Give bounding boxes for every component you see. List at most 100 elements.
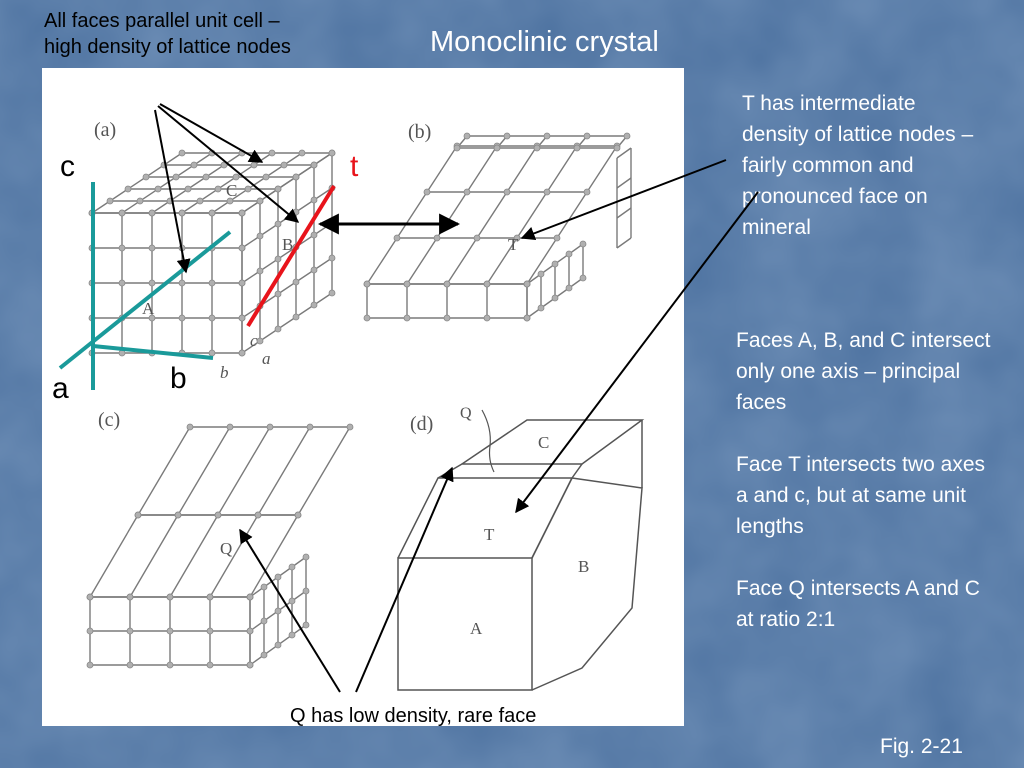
lattice-node <box>232 173 240 181</box>
lattice-node <box>244 185 252 193</box>
panel-b-label: (b) <box>408 121 431 143</box>
lattice-node <box>142 173 150 181</box>
lattice-node <box>154 185 162 193</box>
lattice-node <box>302 621 310 629</box>
lattice-node <box>292 173 300 181</box>
lattice-node <box>537 304 545 312</box>
lattice-node <box>226 423 234 431</box>
lattice-edge <box>486 145 578 285</box>
lattice-node <box>208 314 216 322</box>
lattice-node <box>178 209 186 217</box>
lattice-edge <box>89 514 139 598</box>
t-face-label: t <box>350 150 359 183</box>
lattice-node <box>473 234 481 242</box>
lattice-node <box>238 314 246 322</box>
lattice-node <box>148 279 156 287</box>
t-face-trace-line <box>246 184 336 328</box>
lattice-node <box>274 607 282 615</box>
principal-faces-notes: Faces A, B, and C intersect only one axi… <box>736 325 996 666</box>
face-b-label-a: B <box>282 235 293 254</box>
lattice-node <box>310 196 318 204</box>
note-face-t: Face T intersects two axes a and c, but … <box>736 453 985 538</box>
lattice-node <box>533 144 541 152</box>
lattice-node <box>196 197 204 205</box>
lattice-node <box>148 244 156 252</box>
lattice-node <box>246 661 254 669</box>
lattice-node <box>523 314 531 322</box>
lattice-node <box>86 593 94 601</box>
lattice-edge <box>177 426 231 516</box>
slide-title: Monoclinic crystal <box>430 26 659 58</box>
lattice-node <box>543 188 551 196</box>
lattice-node <box>503 132 511 140</box>
lattice-node <box>565 250 573 258</box>
lattice-node <box>403 280 411 288</box>
lattice-node <box>134 511 142 519</box>
arrow-to-face-t-d <box>515 191 759 514</box>
axis-b-label: b <box>170 362 187 395</box>
lattice-edge <box>249 514 299 598</box>
lattice-node <box>292 278 300 286</box>
lattice-node <box>310 266 318 274</box>
lattice-node <box>310 301 318 309</box>
lattice-node <box>256 337 264 345</box>
lattice-node <box>208 279 216 287</box>
lattice-node <box>363 280 371 288</box>
lattice-edge <box>526 145 618 285</box>
lattice-node <box>551 294 559 302</box>
lattice-node <box>306 423 314 431</box>
lattice-node <box>220 161 228 169</box>
lattice-node <box>579 274 587 282</box>
lattice-node <box>260 651 268 659</box>
lattice-node <box>118 209 126 217</box>
arrow-to-face-a <box>154 109 191 274</box>
lattice-edge <box>209 514 259 598</box>
lattice-node <box>118 279 126 287</box>
face-q-label-d: Q <box>460 405 472 422</box>
lattice-node <box>551 260 559 268</box>
lattice-node <box>256 232 264 240</box>
lattice-node <box>523 280 531 288</box>
lattice-node <box>214 185 222 193</box>
lattice-node <box>268 149 276 157</box>
top-left-note: All faces parallel unit cell – high dens… <box>44 10 291 58</box>
lattice-node <box>124 185 132 193</box>
lattice-node <box>226 197 234 205</box>
axis-a-line <box>58 230 232 370</box>
lattice-edge <box>121 152 213 214</box>
lattice-node <box>328 149 336 157</box>
axis-a-label: a <box>52 372 69 405</box>
lattice-node <box>246 627 254 635</box>
lattice-edge <box>169 514 219 598</box>
lattice-node <box>126 593 134 601</box>
note-principal-faces: Faces A, B, and C intersect only one axi… <box>736 329 991 414</box>
lattice-node <box>503 188 511 196</box>
lattice-node <box>106 197 114 205</box>
face-q-label-c: Q <box>220 539 232 558</box>
lattice-node <box>86 627 94 635</box>
lattice-node <box>274 573 282 581</box>
lattice-node <box>166 593 174 601</box>
lattice-edge <box>616 177 632 189</box>
lattice-node <box>302 553 310 561</box>
lattice-node <box>623 132 631 140</box>
lattice-node <box>118 244 126 252</box>
lattice-node <box>136 197 144 205</box>
arrow-to-face-t-b <box>520 159 727 241</box>
lattice-node <box>565 284 573 292</box>
lattice-node <box>463 188 471 196</box>
lattice-node <box>190 161 198 169</box>
lattice-node <box>443 280 451 288</box>
lattice-edge <box>241 152 333 214</box>
lattice-edge <box>241 222 333 284</box>
lattice-node <box>274 255 282 263</box>
lattice-node <box>86 661 94 669</box>
lattice-node <box>302 587 310 595</box>
arrow-to-face-c <box>159 103 264 163</box>
lattice-node <box>463 132 471 140</box>
lattice-node <box>543 132 551 140</box>
lattice-node <box>260 583 268 591</box>
lattice-edge <box>616 147 632 159</box>
face-c-label-a: C <box>226 181 237 200</box>
